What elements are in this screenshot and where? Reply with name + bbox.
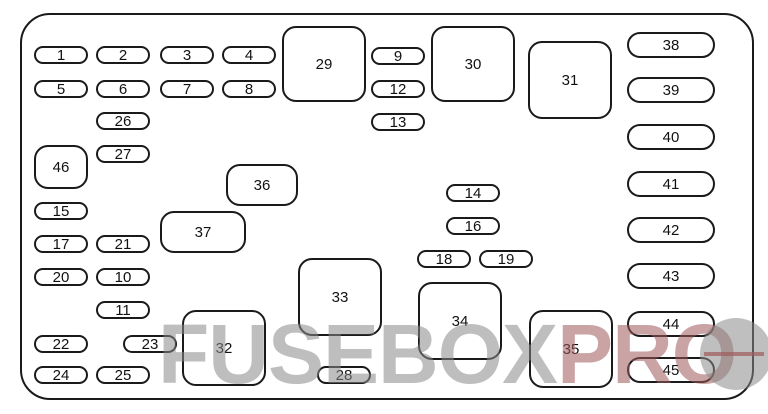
fuse-1: 1	[34, 46, 88, 64]
fuse-label: 19	[497, 250, 515, 268]
fuse-label: 9	[393, 47, 403, 65]
fuse-17: 17	[34, 235, 88, 253]
fuse-26: 26	[96, 112, 150, 130]
fuse-label: 8	[244, 80, 254, 98]
fuse-42: 42	[627, 217, 715, 243]
fuse-24: 24	[34, 366, 88, 384]
fuse-label: 45	[662, 361, 680, 379]
fuse-11: 11	[96, 301, 150, 319]
fuse-38: 38	[627, 32, 715, 58]
fuse-4: 4	[222, 46, 276, 64]
relay-34: 34	[418, 282, 502, 360]
fuse-label: 24	[52, 366, 70, 384]
fuse-22: 22	[34, 335, 88, 353]
fuse-label: 22	[52, 335, 70, 353]
fuse-16: 16	[446, 217, 500, 235]
relay-35: 35	[529, 310, 613, 388]
fuse-label: 17	[52, 235, 70, 253]
fuse-41: 41	[627, 171, 715, 197]
fuse-25: 25	[96, 366, 150, 384]
fuse-label: 14	[464, 184, 482, 202]
fuse-44: 44	[627, 311, 715, 337]
fuse-28: 28	[317, 366, 371, 384]
fuse-label: 23	[141, 335, 159, 353]
watermark-arrow-icon	[704, 352, 764, 356]
relay-label: 31	[561, 71, 579, 89]
relay-label: 32	[215, 339, 233, 357]
relay-label: 33	[331, 288, 349, 306]
relay-32: 32	[182, 310, 266, 386]
fuse-label: 25	[114, 366, 132, 384]
fuse-label: 42	[662, 221, 680, 239]
relay-label: 35	[562, 340, 580, 358]
fuse-21: 21	[96, 235, 150, 253]
fuse-label: 26	[114, 112, 132, 130]
fuse-box-outline	[20, 13, 754, 400]
fuse-label: 11	[115, 301, 131, 319]
relay-33: 33	[298, 258, 382, 336]
fuse-label: 12	[389, 80, 407, 98]
relay-37: 37	[160, 211, 246, 253]
fuse-27: 27	[96, 145, 150, 163]
fuse-12: 12	[371, 80, 425, 98]
fuse-label: 44	[662, 315, 680, 333]
relay-label: 30	[464, 55, 482, 73]
fuse-13: 13	[371, 113, 425, 131]
fuse-3: 3	[160, 46, 214, 64]
fuse-14: 14	[446, 184, 500, 202]
fuse-label: 38	[662, 36, 680, 54]
fuse-label: 7	[182, 80, 192, 98]
relay-30: 30	[431, 26, 515, 102]
fuse-23: 23	[123, 335, 177, 353]
fuse-label: 18	[435, 250, 453, 268]
fuse-label: 28	[335, 366, 353, 384]
fuse-label: 41	[662, 175, 680, 193]
relay-46: 46	[34, 145, 88, 189]
relay-31: 31	[528, 41, 612, 119]
fuse-8: 8	[222, 80, 276, 98]
fuse-label: 2	[118, 46, 128, 64]
relay-label: 29	[315, 55, 333, 73]
relay-29: 29	[282, 26, 366, 102]
fuse-43: 43	[627, 263, 715, 289]
fuse-10: 10	[96, 268, 150, 286]
fuse-label: 3	[182, 46, 192, 64]
fuse-20: 20	[34, 268, 88, 286]
fuse-label: 13	[389, 113, 407, 131]
relay-label: 34	[451, 312, 469, 330]
relay-label: 46	[52, 158, 70, 176]
relay-label: 36	[253, 176, 271, 194]
fuse-label: 15	[52, 202, 70, 220]
fuse-39: 39	[627, 77, 715, 103]
fuse-18: 18	[417, 250, 471, 268]
fuse-label: 1	[56, 46, 66, 64]
fuse-label: 16	[464, 217, 482, 235]
fuse-label: 39	[662, 81, 680, 99]
fuse-label: 27	[114, 145, 132, 163]
fuse-40: 40	[627, 124, 715, 150]
fuse-label: 21	[114, 235, 132, 253]
fuse-5: 5	[34, 80, 88, 98]
fuse-label: 10	[114, 268, 132, 286]
fuse-label: 6	[118, 80, 128, 98]
fuse-label: 5	[56, 80, 66, 98]
fuse-19: 19	[479, 250, 533, 268]
fuse-9: 9	[371, 47, 425, 65]
fuse-2: 2	[96, 46, 150, 64]
fuse-label: 43	[662, 267, 680, 285]
fuse-6: 6	[96, 80, 150, 98]
fuse-label: 40	[662, 128, 680, 146]
relay-label: 37	[194, 223, 212, 241]
fuse-7: 7	[160, 80, 214, 98]
fuse-label: 20	[52, 268, 70, 286]
fuse-15: 15	[34, 202, 88, 220]
relay-36: 36	[226, 164, 298, 206]
fuse-label: 4	[244, 46, 254, 64]
